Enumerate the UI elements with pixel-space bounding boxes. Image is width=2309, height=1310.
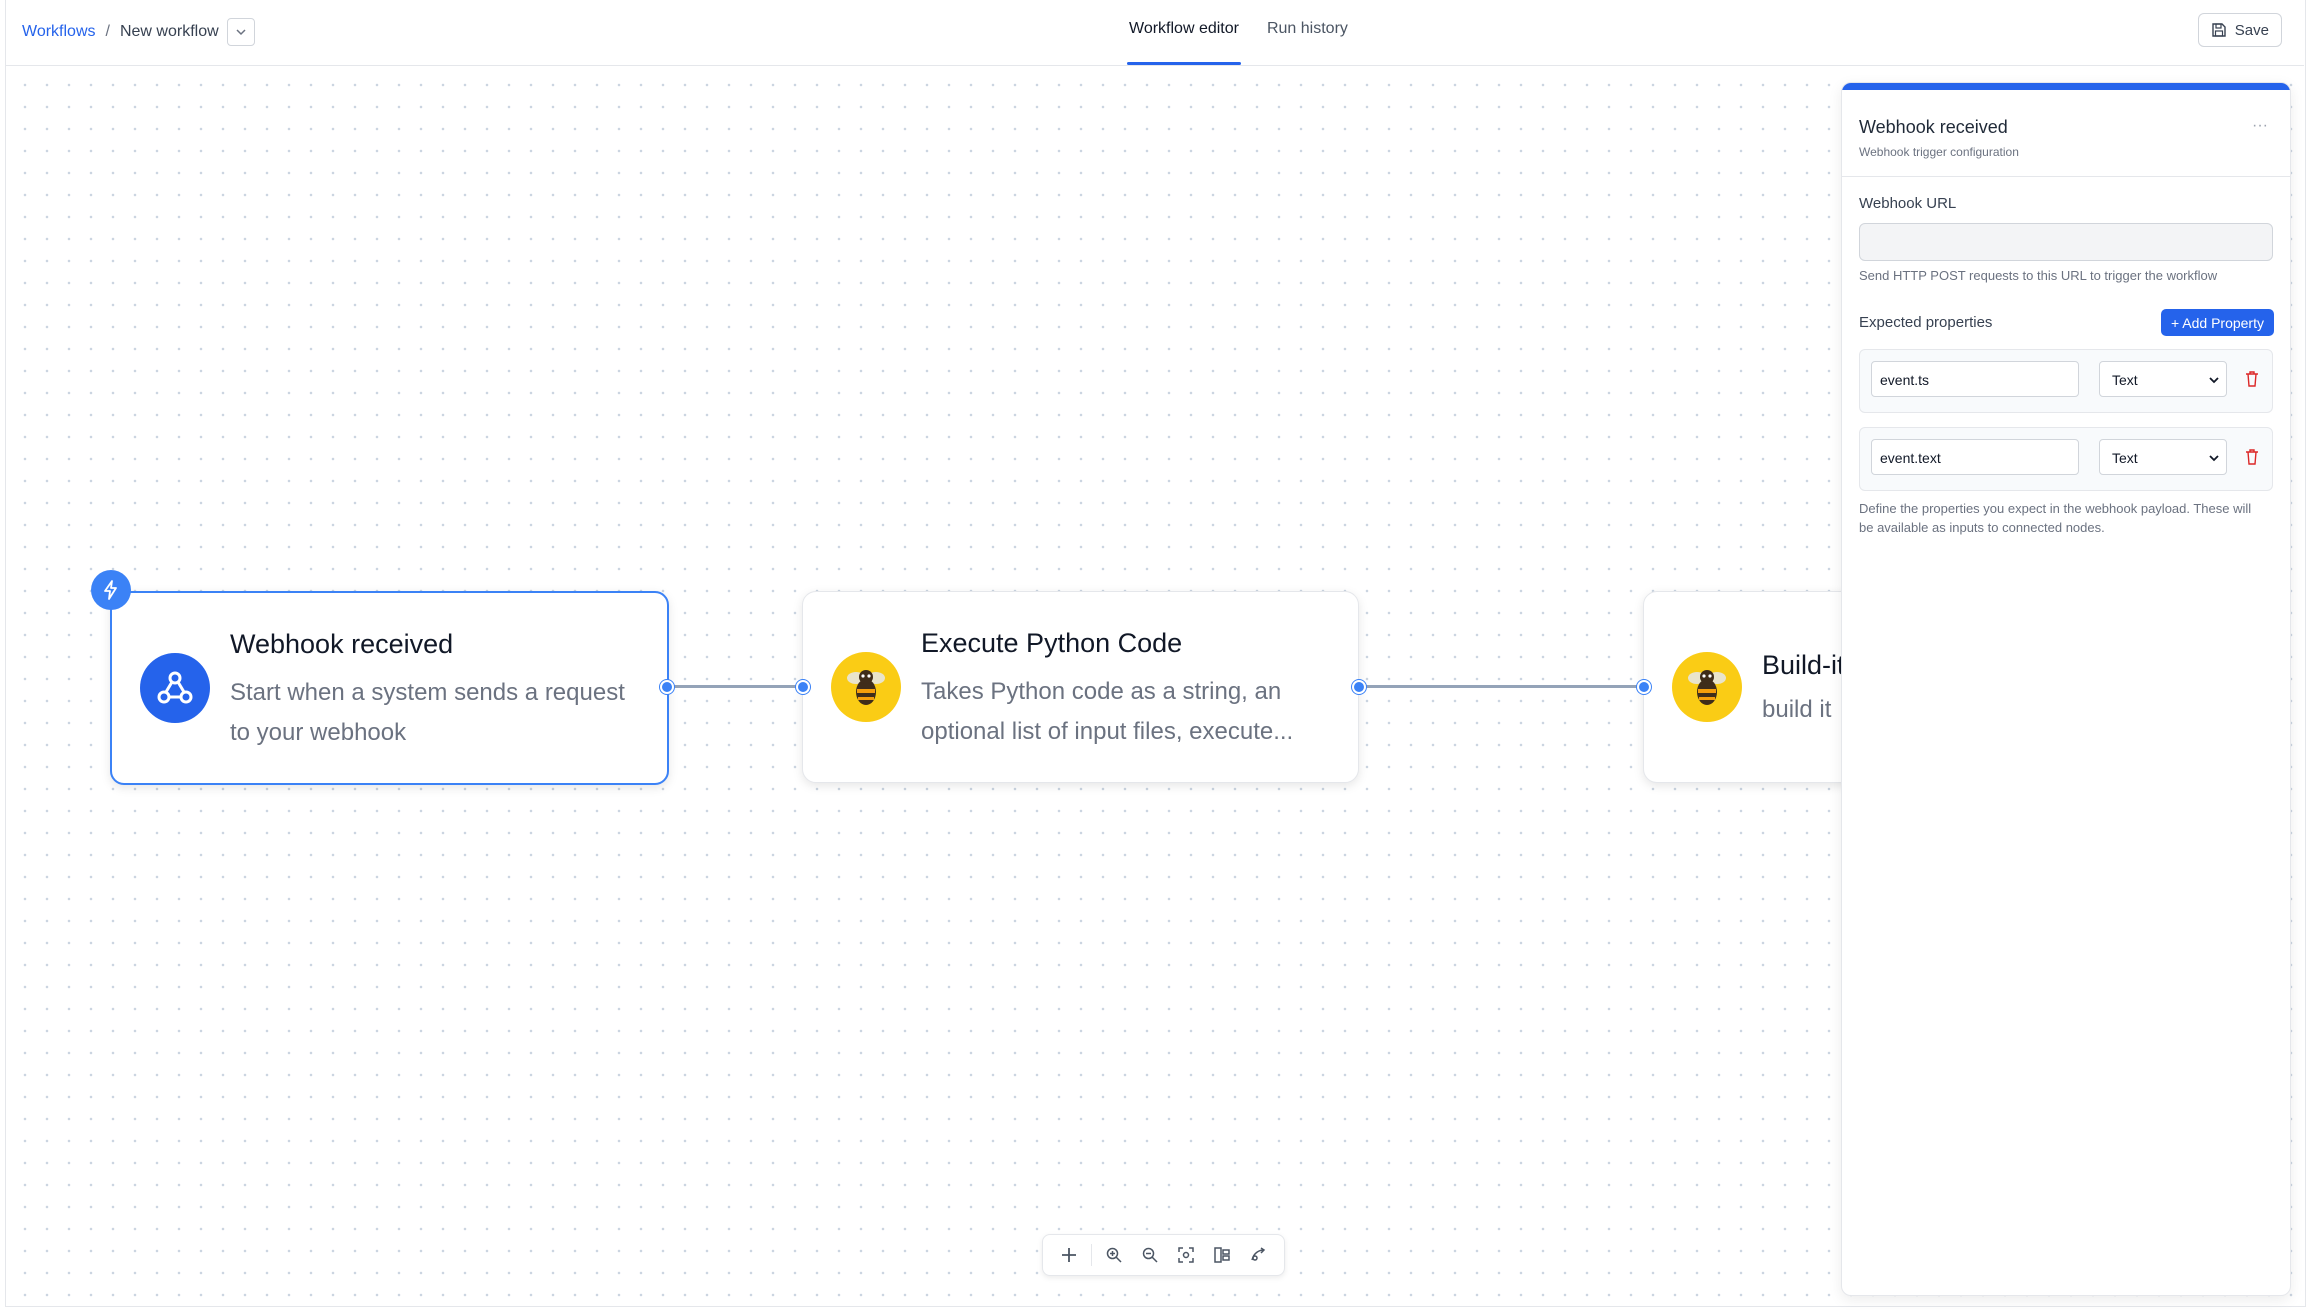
trash-icon (2246, 449, 2258, 465)
webhook-url-field[interactable] (1859, 223, 2273, 261)
layout-button[interactable] (1204, 1237, 1240, 1273)
breadcrumb-current: New workflow (119, 23, 219, 40)
node-title: Build-it (1762, 650, 1845, 680)
webhook-url-hint: Send HTTP POST requests to this URL to t… (1859, 268, 2218, 283)
chevron-down-icon (236, 29, 246, 36)
edge-python-to-buildit (1360, 685, 1645, 688)
node-description: build it (1762, 696, 1832, 723)
save-icon (2212, 23, 2226, 37)
zoom-in-button[interactable] (1096, 1237, 1132, 1273)
node-webhook-received[interactable]: Webhook received Start when a system sen… (110, 591, 669, 785)
property-type-value: Text (2112, 372, 2138, 388)
panel-more-button[interactable]: ··· (2252, 117, 2268, 134)
property-name-input[interactable]: event.text (1871, 439, 2079, 475)
trigger-badge (91, 570, 131, 610)
fit-view-button[interactable] (1168, 1237, 1204, 1273)
node-execute-python[interactable]: Execute Python Code Takes Python code as… (802, 591, 1359, 783)
tab-bar: Workflow editor Run history (1121, 0, 1368, 65)
input-port[interactable] (1637, 680, 1651, 694)
panel-accent-bar (1842, 83, 2290, 90)
webhook-node-avatar (140, 653, 210, 723)
canvas-controls (1042, 1234, 1285, 1276)
zoom-out-icon (1142, 1247, 1158, 1263)
bee-avatar (1672, 652, 1742, 722)
property-row: event.text Text (1859, 427, 2273, 491)
delete-property-button[interactable] (2245, 371, 2259, 392)
node-description: Start when a system sends a request to y… (230, 679, 625, 746)
save-button[interactable]: Save (2197, 13, 2282, 47)
breadcrumb-workflows-link[interactable]: Workflows (22, 23, 96, 40)
expected-properties-label: Expected properties (1859, 314, 1993, 331)
chevron-down-icon (2209, 455, 2219, 462)
webhook-icon (157, 671, 193, 704)
node-title: Execute Python Code (921, 628, 1183, 658)
property-row: event.ts Text (1859, 349, 2273, 413)
node-description: Takes Python code as a string, an option… (921, 678, 1294, 745)
lightning-icon (104, 580, 117, 600)
save-button-label: Save (2234, 21, 2269, 39)
property-name-input[interactable]: event.ts (1871, 361, 2079, 397)
trash-icon (2246, 371, 2258, 387)
breadcrumb: Workflows / New workflow (22, 18, 255, 46)
tab-run-history[interactable]: Run history (1266, 20, 1348, 37)
app-frame (5, 0, 2306, 1307)
edge-webhook-to-python (668, 685, 803, 688)
add-node-button[interactable] (1051, 1237, 1087, 1273)
output-port[interactable] (1352, 680, 1366, 694)
panel-title: Webhook received (1859, 117, 2008, 137)
webhook-url-label: Webhook URL (1859, 195, 1957, 212)
workflow-menu-button[interactable] (226, 18, 255, 46)
breadcrumb-separator: / (105, 23, 110, 40)
auto-layout-button[interactable] (1240, 1237, 1276, 1273)
bee-icon (847, 670, 885, 705)
panel-divider (1842, 176, 2290, 177)
input-port[interactable] (796, 680, 810, 694)
tab-workflow-editor[interactable]: Workflow editor (1121, 0, 1247, 65)
node-config-panel: Webhook received Webhook trigger configu… (1841, 82, 2291, 1296)
zoom-in-icon (1106, 1247, 1122, 1263)
toolbar-divider (1091, 1244, 1092, 1266)
top-bar: Workflows / New workflow Workflow editor… (6, 0, 2304, 66)
output-port[interactable] (660, 680, 674, 694)
property-type-value: Text (2112, 450, 2138, 466)
bee-icon (1688, 670, 1726, 705)
layout-icon (1214, 1247, 1230, 1263)
plus-icon (1062, 1248, 1076, 1262)
zoom-out-button[interactable] (1132, 1237, 1168, 1273)
delete-property-button[interactable] (2245, 449, 2259, 470)
chevron-down-icon (2209, 377, 2219, 384)
properties-hint: Define the properties you expect in the … (1859, 501, 2252, 535)
auto-layout-icon (1251, 1247, 1266, 1261)
add-property-button[interactable]: + Add Property (2160, 309, 2274, 336)
property-type-select[interactable]: Text (2099, 439, 2227, 475)
node-title: Webhook received (230, 629, 454, 659)
panel-subtitle: Webhook trigger configuration (1859, 145, 2019, 159)
fit-view-icon (1178, 1247, 1194, 1263)
bee-avatar (831, 652, 901, 722)
property-type-select[interactable]: Text (2099, 361, 2227, 397)
